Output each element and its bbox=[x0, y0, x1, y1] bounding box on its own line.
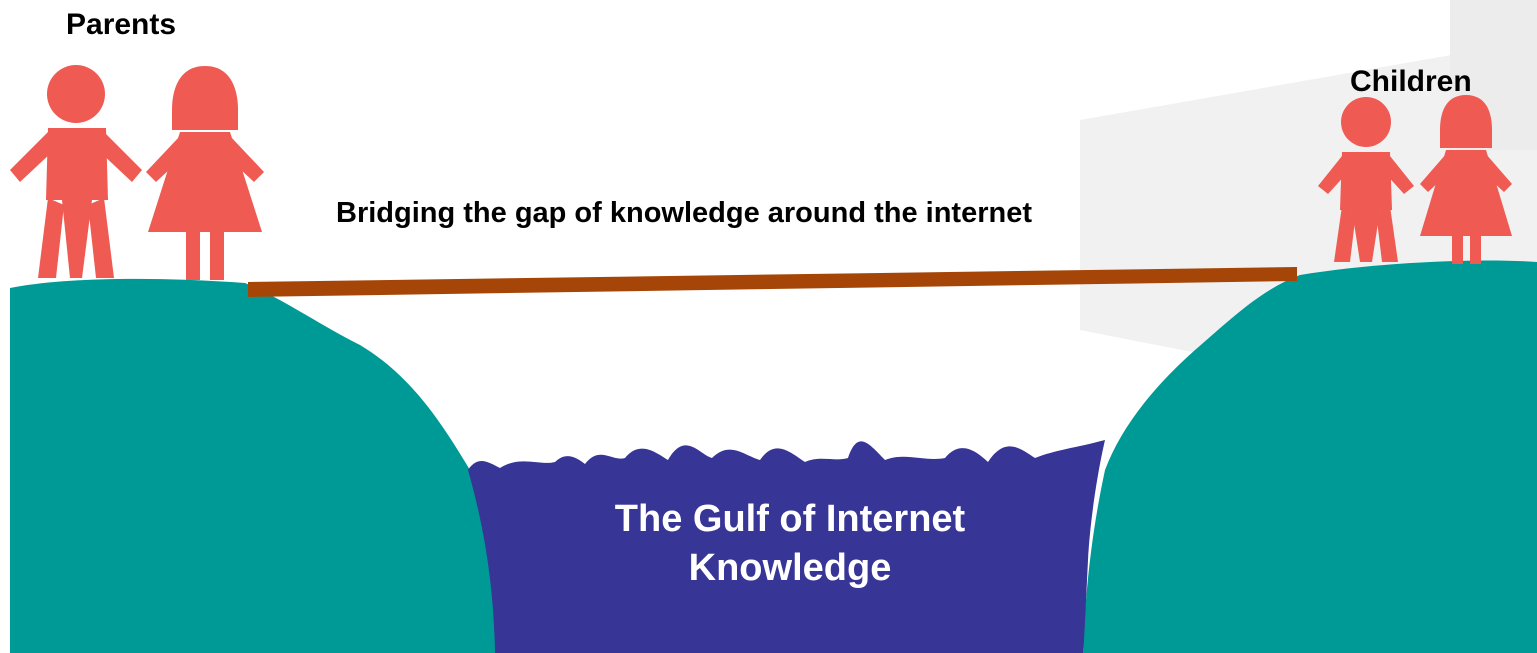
right-cliff bbox=[1083, 260, 1537, 653]
gulf-water bbox=[468, 440, 1105, 653]
parent-male-figure bbox=[10, 65, 142, 278]
gulf-label-line-1: The Gulf of Internet bbox=[614, 498, 966, 540]
gulf-label-line-2: Knowledge bbox=[688, 547, 892, 589]
bridge-plank bbox=[248, 267, 1297, 297]
gulf-label: The Gulf of Internet Knowledge bbox=[560, 495, 1020, 593]
parents-label: Parents bbox=[66, 8, 177, 41]
child-male-figure bbox=[1318, 97, 1414, 262]
child-female-figure bbox=[1420, 95, 1512, 264]
left-cliff bbox=[10, 278, 500, 653]
parent-female-figure bbox=[146, 66, 264, 280]
bridge-caption: Bridging the gap of knowledge around the… bbox=[336, 197, 1032, 229]
children-label: Children bbox=[1350, 65, 1472, 98]
